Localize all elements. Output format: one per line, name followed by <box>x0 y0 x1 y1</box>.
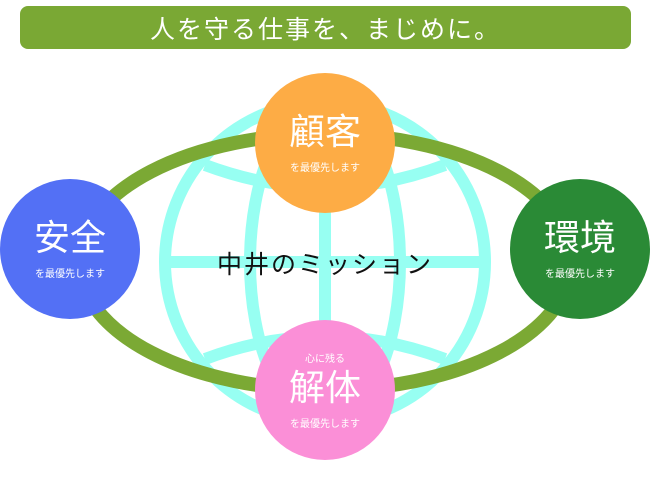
node-sub: を最優先します <box>545 268 615 280</box>
node-pre: 心に残る <box>305 354 345 365</box>
mission-title: 中井のミッション <box>216 250 433 279</box>
node-demolition: 心に残る 解体 を最優先します <box>255 320 395 460</box>
node-sub: を最優先します <box>35 268 105 280</box>
node-sub: を最優先します <box>290 162 360 174</box>
node-customer: 顧客 を最優先します <box>255 73 395 213</box>
node-environment: 環境 を最優先します <box>510 179 650 319</box>
node-safety: 安全 を最優先します <box>0 179 140 319</box>
node-label: 解体 <box>288 368 361 409</box>
node-sub: を最優先します <box>290 419 360 430</box>
banner-text: 人を守る仕事を、まじめに。 <box>149 14 501 44</box>
node-label: 顧客 <box>288 111 361 153</box>
node-label: 環境 <box>543 217 616 259</box>
node-label: 安全 <box>33 217 106 259</box>
header-banner: 人を守る仕事を、まじめに。 <box>20 6 631 49</box>
